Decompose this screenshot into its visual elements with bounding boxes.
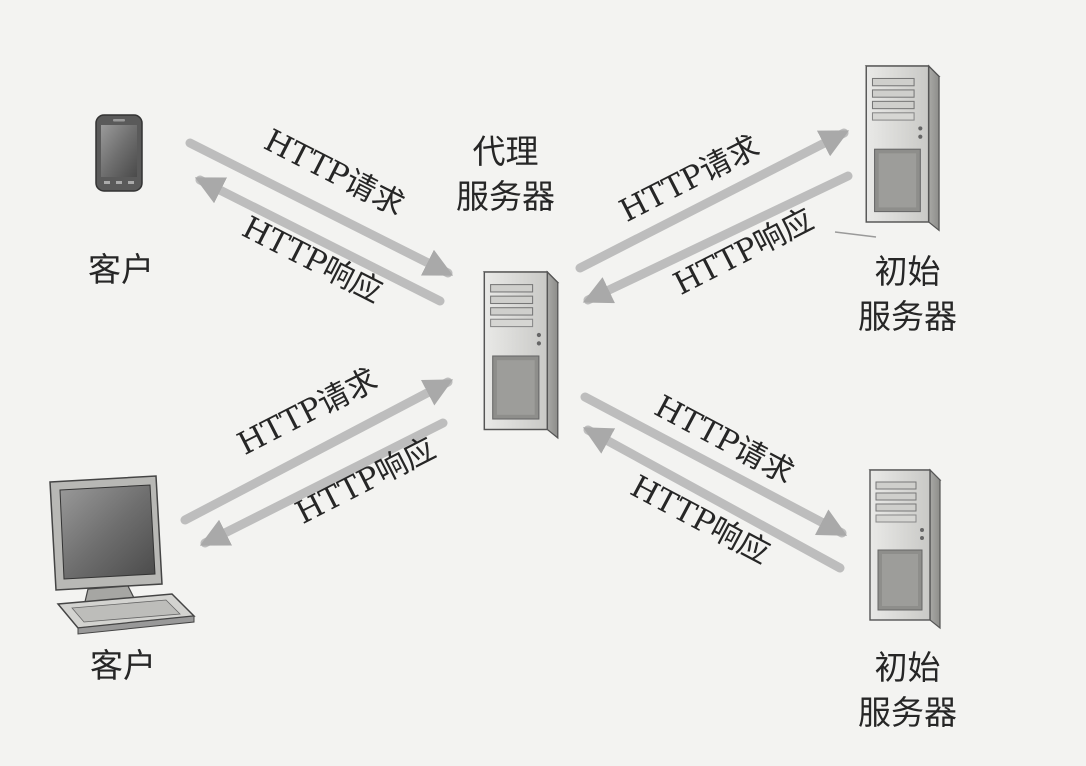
bottom-origin-label-line1: 初始 xyxy=(874,648,941,687)
desktop-response-arrow xyxy=(199,418,448,548)
desktop-client-label: 客户 xyxy=(90,646,156,685)
top-origin-response-arrow xyxy=(582,171,853,305)
phone-request-arrow xyxy=(185,138,454,278)
desktop-computer-icon xyxy=(49,475,196,635)
bottom-origin-response-arrow xyxy=(582,425,845,573)
top-origin-request-arrow xyxy=(575,128,850,273)
phone-response-arrow xyxy=(194,175,445,306)
proxy-server-icon xyxy=(483,271,559,439)
top-origin-server-icon xyxy=(865,65,940,232)
desktop-request-arrow xyxy=(180,377,454,525)
top-origin-label-line1: 初始 xyxy=(874,252,941,291)
top-origin-label-line2: 服务器 xyxy=(858,296,957,336)
proxy-label-line2: 服务器 xyxy=(456,176,555,216)
proxy-server-label: 代理 服务器 xyxy=(456,130,555,219)
message-arrows xyxy=(180,128,853,573)
top-origin-label-leader xyxy=(834,231,877,238)
top-origin-server-label: 初始 服务器 xyxy=(858,250,957,339)
bottom-origin-label-line2: 服务器 xyxy=(858,692,957,732)
phone-client-label: 客户 xyxy=(88,250,154,289)
bottom-origin-server-label: 初始 服务器 xyxy=(858,646,957,735)
proxy-label-line1: 代理 xyxy=(472,132,539,171)
bottom-origin-request-arrow xyxy=(580,392,848,538)
bottom-origin-server-icon xyxy=(869,469,941,629)
smartphone-icon xyxy=(95,114,143,192)
